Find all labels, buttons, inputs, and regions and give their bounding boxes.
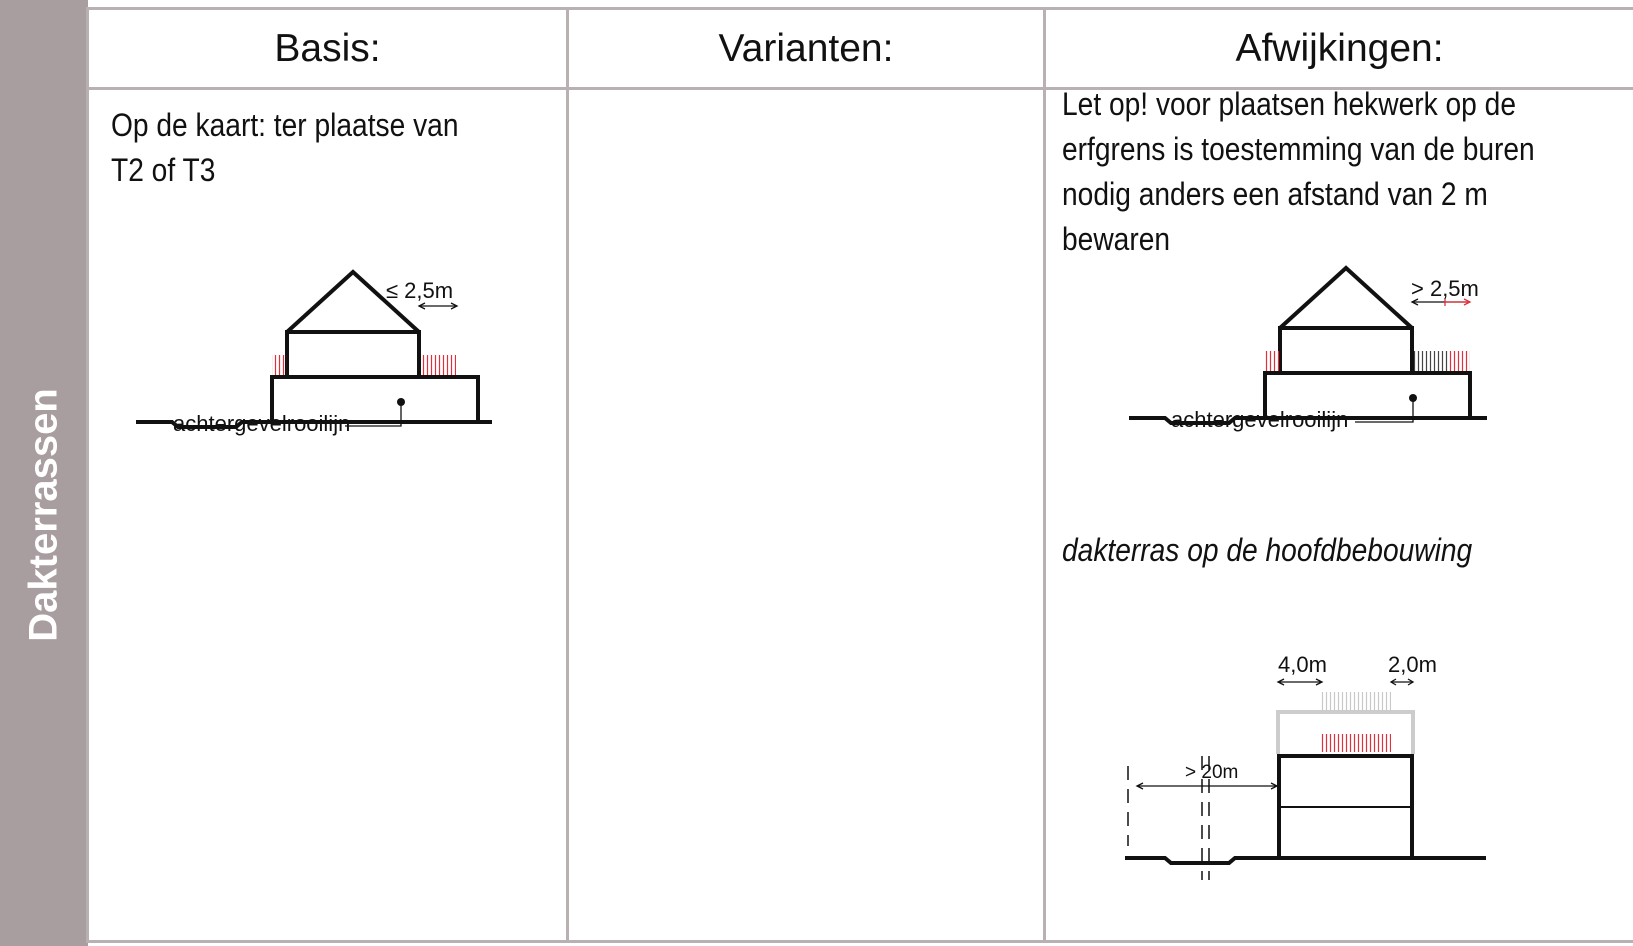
grid-header-bottom bbox=[86, 87, 1633, 90]
afwijkingen-text: Let op! voor plaatsen hekwerk op de erfg… bbox=[1062, 82, 1535, 262]
afw1-dimension-label: > 2,5m bbox=[1411, 276, 1479, 301]
basis-railing-left bbox=[272, 355, 287, 375]
afw2-dim-distance: > 20m bbox=[1185, 762, 1238, 783]
header-basis: Basis: bbox=[274, 27, 381, 70]
row-label: Dakterrassen bbox=[21, 388, 66, 642]
basis-text-line-1: Op de kaart: ter plaatse van bbox=[111, 107, 459, 143]
afw2-dim-left: 4,0m bbox=[1278, 652, 1327, 677]
afwijkingen-text-line-3: nodig anders een afstand van 2 m bbox=[1062, 176, 1488, 212]
grid-bottom bbox=[86, 940, 1633, 943]
grid-col-3 bbox=[1043, 7, 1046, 943]
afwijkingen-text-line-4: bewaren bbox=[1062, 221, 1171, 257]
header-afwijkingen: Afwijkingen: bbox=[1235, 27, 1444, 70]
afw2-dim-right: 2,0m bbox=[1388, 652, 1437, 677]
afw1-achtergevel-label: achtergevelrooilijn bbox=[1171, 407, 1348, 432]
basis-text-line-2: T2 of T3 bbox=[111, 152, 216, 188]
grid-col-2 bbox=[566, 7, 569, 943]
side-band-header bbox=[0, 0, 88, 90]
basis-text: Op de kaart: ter plaatse van T2 of T3 bbox=[111, 103, 459, 193]
afwijkingen-diagram-2: 4,0m 2,0m > 20m bbox=[1125, 652, 1486, 880]
basis-dimension-label: ≤ 2,5m bbox=[386, 278, 453, 303]
basis-achtergevel-label: achtergevelrooilijn bbox=[173, 411, 350, 436]
basis-house-outline bbox=[136, 269, 492, 429]
grid-col-1 bbox=[86, 7, 89, 943]
afwijkingen-subtitle: dakterras op de hoofdbebouwing bbox=[1062, 532, 1473, 568]
row-label-band bbox=[0, 90, 88, 946]
grid-top bbox=[86, 7, 1633, 10]
header-varianten: Varianten: bbox=[718, 27, 894, 70]
basis-railing-right bbox=[421, 355, 456, 375]
afwijkingen-text-line-1: Let op! voor plaatsen hekwerk op de bbox=[1062, 86, 1516, 122]
afwijkingen-diagram-1: > 2,5m achtergevelrooilijn bbox=[1129, 265, 1487, 432]
basis-diagram: ≤ 2,5m achtergevelrooilijn bbox=[136, 269, 492, 436]
afwijkingen-text-line-2: erfgrens is toestemming van de buren bbox=[1062, 131, 1535, 167]
